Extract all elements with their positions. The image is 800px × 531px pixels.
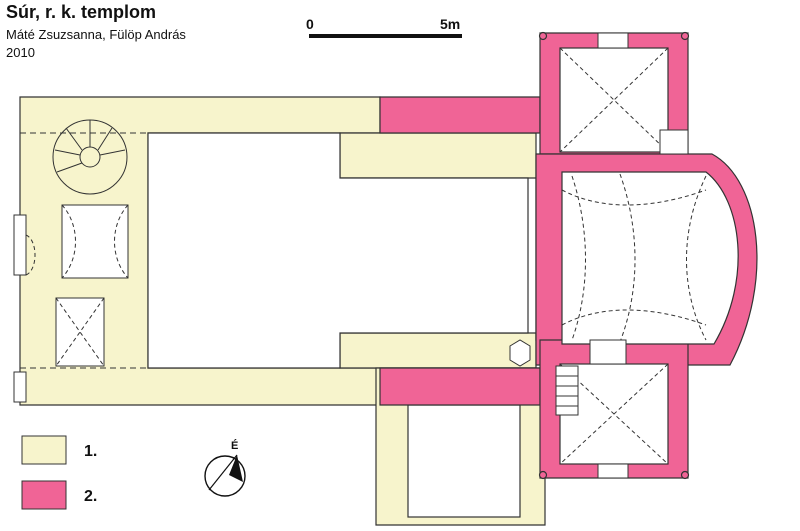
window-north-tower — [597, 32, 629, 49]
north-label: É — [231, 439, 238, 452]
corner-sw — [680, 470, 690, 480]
phase2-interiors — [559, 47, 739, 465]
south-wall-section — [339, 332, 537, 369]
phase1-interiors — [147, 132, 529, 518]
authors-text: Máté Zsuzsanna, Fülöp András — [6, 27, 186, 42]
south-stair-block — [555, 365, 579, 416]
legend-label-1: 1. — [84, 443, 97, 460]
legend-label-2: 2. — [84, 488, 97, 505]
north-wall-section — [339, 132, 537, 179]
north-arrow: É — [204, 439, 246, 497]
legend-swatch-2 — [21, 480, 67, 510]
scale-end-label: 5m — [440, 16, 460, 32]
tower-room-upper — [61, 204, 129, 279]
window-north-tower-side — [659, 129, 689, 155]
north-wall-extension — [379, 96, 541, 134]
south-wall-extension — [379, 367, 541, 406]
scale-start-label: 0 — [306, 16, 314, 32]
north-arrow-needle — [229, 455, 243, 482]
legend-swatch-1 — [21, 435, 67, 465]
west-buttress-s — [13, 371, 27, 403]
corner-nw — [680, 31, 690, 41]
tower-room-lower — [55, 297, 105, 367]
window-south-tower-side — [589, 339, 627, 365]
scale-bar: 0 5m — [306, 16, 462, 38]
corner-ne — [538, 31, 548, 41]
west-buttress-n — [13, 214, 27, 276]
octagonal-pier — [509, 339, 531, 367]
south-annex-interior — [407, 404, 521, 518]
sanctuary-interior — [561, 171, 739, 345]
west-tower-details — [13, 119, 129, 403]
year-text: 2010 — [6, 45, 35, 60]
page-title: Súr, r. k. templom — [6, 2, 157, 22]
legend: 1. 2. — [21, 435, 97, 510]
window-south-tower — [597, 463, 629, 479]
window-openings — [509, 32, 689, 479]
corner-se — [538, 470, 548, 480]
nave-interior — [147, 132, 529, 369]
